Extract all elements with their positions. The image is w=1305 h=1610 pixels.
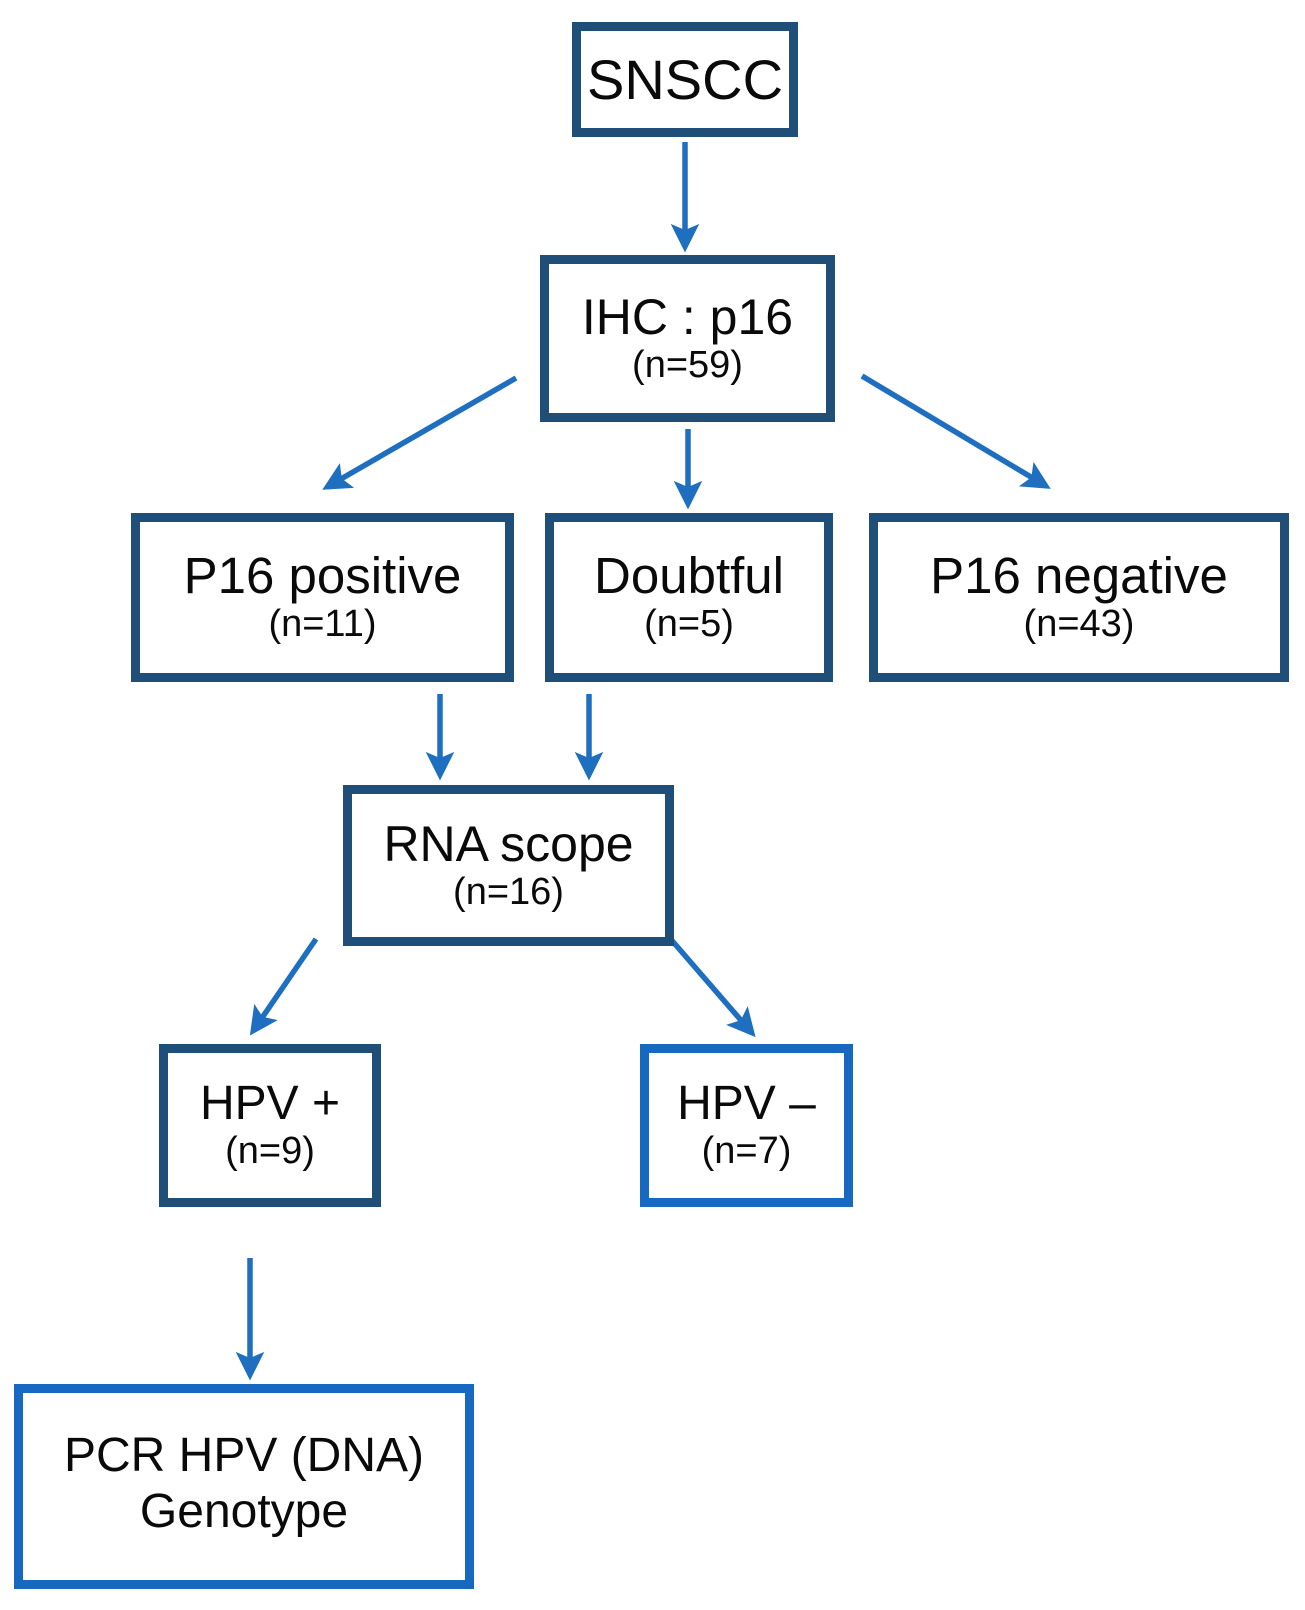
node-p16-negative-count-label: (n=43) [1023,603,1135,646]
node-rna-scope-count-label: (n=16) [453,870,564,913]
node-p16-positive-primary-label: P16 positive [183,547,462,605]
node-pcr-hpv-genotype-secondary-label: Genotype [139,1484,349,1538]
node-p16-positive[interactable]: P16 positive (n=11) [131,513,514,682]
node-p16-negative[interactable]: P16 negative (n=43) [869,513,1289,682]
node-hpv-positive-count-label: (n=9) [225,1129,315,1172]
edge-ihc-to-p16-positive [322,375,518,490]
node-ihc-p16-count-label: (n=59) [632,343,743,386]
node-doubtful-count-label: (n=5) [644,603,734,646]
node-hpv-positive[interactable]: HPV + (n=9) [159,1044,381,1207]
edge-ihc-to-p16-negative [860,373,1051,489]
node-hpv-negative-count-label: (n=7) [701,1129,792,1172]
edge-rna-scope-to-hpv-positive [249,937,319,1036]
node-p16-negative-primary-label: P16 negative [930,547,1228,605]
node-ihc-p16[interactable]: IHC : p16 (n=59) [540,255,835,422]
node-hpv-negative-primary-label: HPV – [677,1076,816,1130]
node-rna-scope-primary-label: RNA scope [383,815,634,872]
node-ihc-p16-primary-label: IHC : p16 [581,288,794,345]
edge-rna-scope-to-hpv-negative [665,934,756,1038]
node-doubtful[interactable]: Doubtful (n=5) [545,513,833,682]
node-pcr-hpv-genotype-primary-label: PCR HPV (DNA) [63,1429,425,1483]
node-p16-positive-count-label: (n=11) [268,603,377,646]
node-snscc[interactable]: SNSCC [572,22,798,137]
node-snscc-primary-label: SNSCC [586,47,784,111]
node-hpv-positive-primary-label: HPV + [199,1076,341,1130]
node-pcr-hpv-genotype[interactable]: PCR HPV (DNA) Genotype [14,1384,474,1589]
node-doubtful-primary-label: Doubtful [594,547,784,605]
node-rna-scope[interactable]: RNA scope (n=16) [343,785,674,946]
node-hpv-negative[interactable]: HPV – (n=7) [640,1044,853,1207]
